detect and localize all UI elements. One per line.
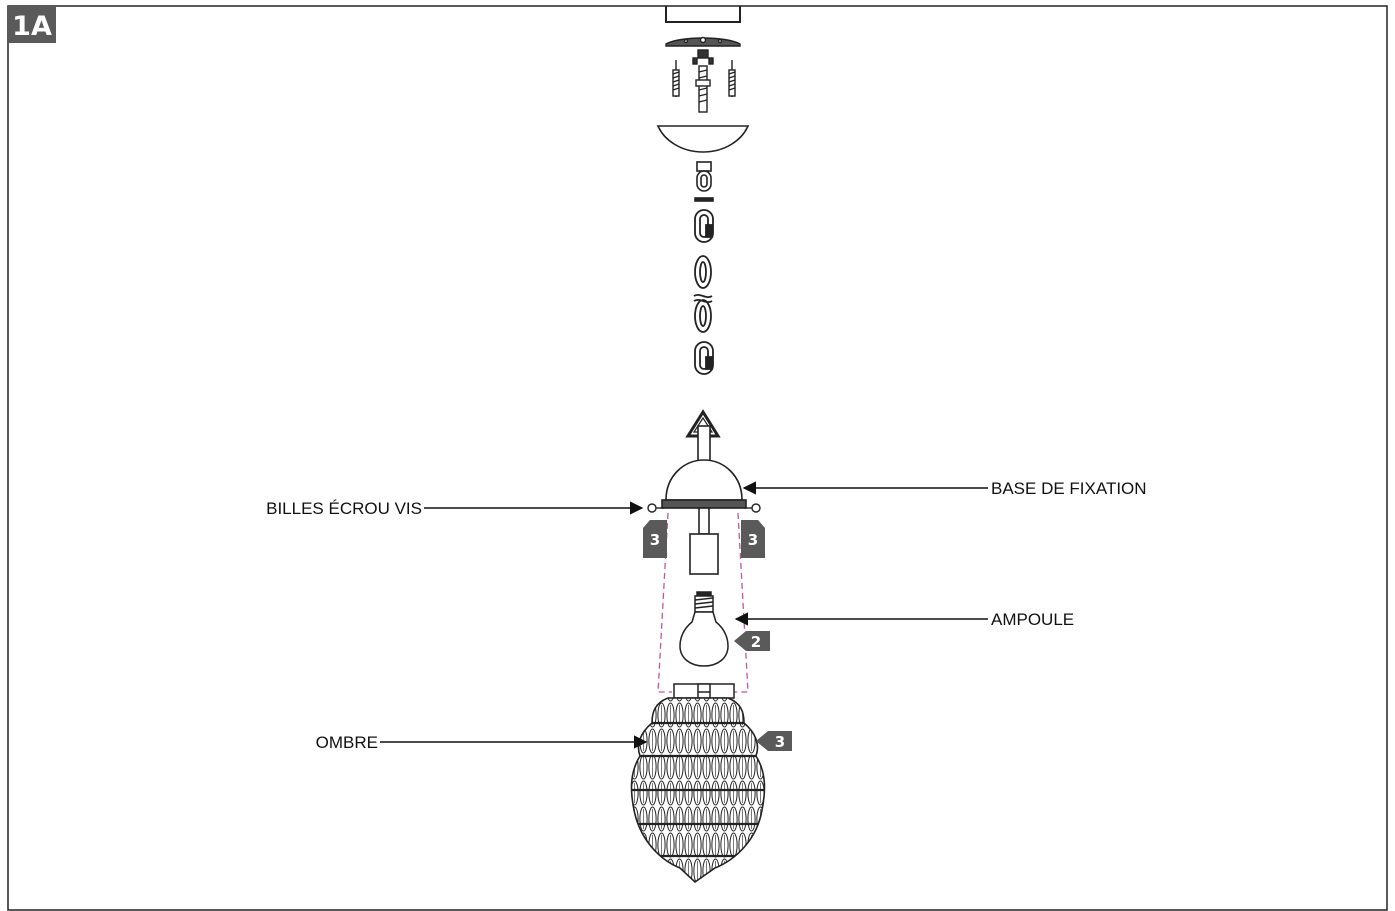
svg-text:BASE DE FIXATION: BASE DE FIXATION — [991, 479, 1147, 498]
svg-text:1A: 1A — [12, 11, 52, 42]
step-badge-shade: 3 — [756, 731, 792, 751]
step-badge-left-screw: 3 — [643, 520, 667, 558]
fixation-base — [661, 409, 747, 575]
quick-link-lower — [694, 341, 714, 375]
svg-text:OMBRE: OMBRE — [316, 733, 378, 752]
step-badge-bulb: 2 — [734, 631, 770, 651]
canopy — [656, 125, 750, 153]
ceiling-junction-box — [665, 6, 741, 23]
shade-fitter — [673, 683, 735, 699]
mounting-bracket — [665, 36, 741, 113]
label-base: BASE DE FIXATION — [742, 479, 1147, 498]
svg-text:BILLES ÉCROU VIS: BILLES ÉCROU VIS — [266, 499, 422, 518]
lamp-shade — [630, 697, 766, 884]
figure-badge: 1A — [8, 6, 56, 43]
label-shade: OMBRE — [316, 733, 648, 752]
figure-border — [7, 5, 1388, 911]
chain — [693, 255, 713, 333]
screw-balls — [647, 503, 761, 513]
svg-text:AMPOULE: AMPOULE — [991, 610, 1074, 629]
label-bulb: AMPOULE — [734, 610, 1074, 629]
quick-link-upper — [694, 209, 714, 243]
svg-text:3: 3 — [775, 733, 785, 751]
svg-text:3: 3 — [748, 531, 758, 549]
step-badge-right-screw: 3 — [741, 520, 765, 558]
label-balls: BILLES ÉCROU VIS — [266, 499, 644, 518]
chain-connector — [694, 161, 714, 202]
svg-text:3: 3 — [650, 531, 660, 549]
svg-text:2: 2 — [751, 633, 761, 651]
light-bulb — [679, 591, 729, 667]
